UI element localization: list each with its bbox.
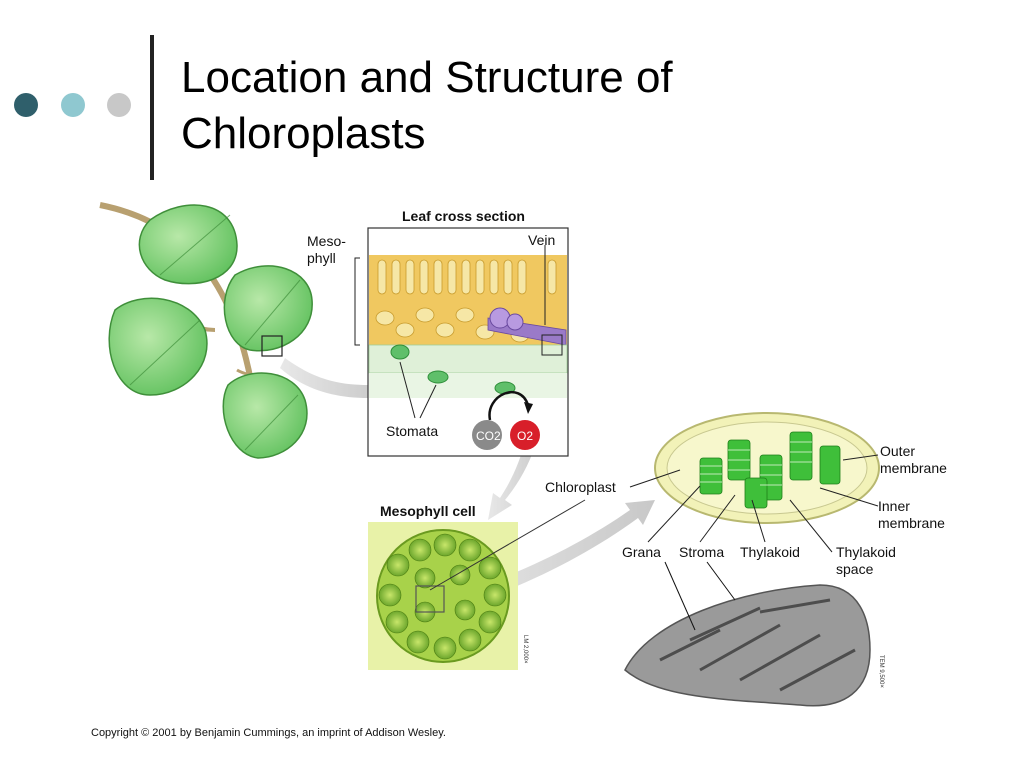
- title-line-1: Location and Structure of: [181, 53, 673, 102]
- dot-gray: [107, 93, 131, 117]
- mesophyll-cell-title: Mesophyll cell: [380, 503, 476, 519]
- mesophyll-label: Meso- phyll: [307, 233, 346, 267]
- copyright-text: Copyright © 2001 by Benjamin Cummings, a…: [91, 727, 446, 739]
- stroma-label: Stroma: [679, 544, 725, 560]
- dot-light-blue: [61, 93, 85, 117]
- chloroplast-3d-illustration: [629, 412, 880, 553]
- mesophyll-cell-micrograph: [368, 499, 586, 670]
- vein-label: Vein: [528, 232, 556, 248]
- outer-membrane-label: Outer membrane: [880, 443, 947, 476]
- thylakoid-label: Thylakoid: [740, 544, 800, 560]
- page-title: Location and Structure of Chloroplasts: [181, 50, 673, 162]
- co2-label: CO2: [476, 429, 501, 443]
- tem-magnification-label: TEM 9,500×: [878, 655, 884, 688]
- lm-magnification-label: LM 2,000×: [522, 635, 528, 664]
- title-line-2: Chloroplasts: [181, 109, 426, 158]
- dot-dark: [14, 93, 38, 117]
- stomata-label: Stomata: [386, 423, 439, 439]
- leaf-cross-section-title: Leaf cross section: [402, 208, 525, 224]
- leaf-branch-illustration: [99, 202, 313, 459]
- mesophyll-label-text: Meso- phyll: [307, 233, 346, 266]
- chloroplast-tem-micrograph: [624, 561, 871, 707]
- grana-label: Grana: [622, 544, 661, 560]
- thylakoid-space-label: Thylakoid space: [836, 544, 896, 577]
- o2-label: O2: [517, 429, 534, 443]
- leaf-cross-section-panel: [354, 227, 569, 457]
- chloroplast-label: Chloroplast: [545, 479, 616, 495]
- inner-membrane-label: Inner membrane: [878, 498, 945, 531]
- title-divider: [150, 35, 154, 180]
